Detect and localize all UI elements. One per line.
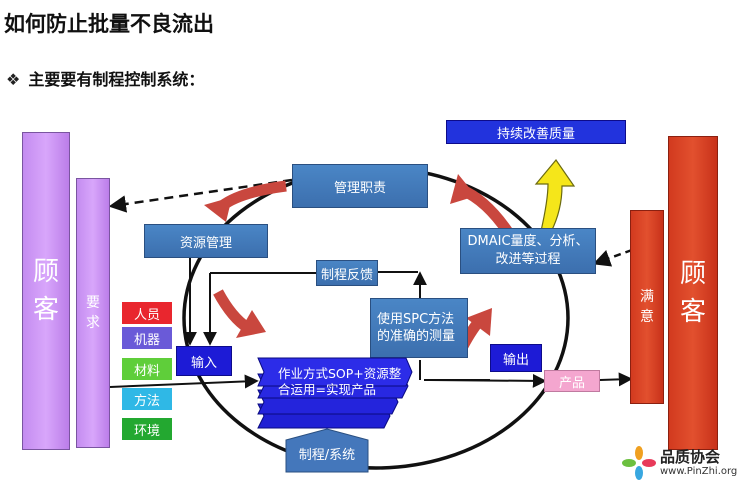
customer-char-2: 客 — [32, 295, 59, 325]
management-duty-box: 管理职责 — [292, 164, 428, 208]
operation-layer-1 — [257, 357, 413, 387]
curved-arrow-resource-to-input — [213, 289, 252, 333]
product-to-satisfaction-arrow — [599, 372, 633, 387]
dashed-arrow-to-dmaic — [592, 248, 633, 267]
customer-right-char-2: 客 — [679, 297, 706, 327]
subtitle: ❖ 主要要有制程控制系统： — [6, 66, 204, 90]
customer-bar-left: 顾 客 — [22, 132, 70, 450]
input-environment-label: 环境 — [133, 423, 160, 439]
customer-bar-right: 顾 客 — [668, 136, 718, 450]
operation-text: 作业方式SOP+资源整合运用=实现产品 — [278, 366, 402, 397]
control-feedback-box: 制程反馈 — [316, 260, 378, 286]
input-flow-arrow — [109, 374, 259, 389]
operation-stack-shapes — [257, 357, 413, 429]
input-people-label: 人员 — [133, 307, 160, 323]
logo-name: 品质协会 — [660, 448, 721, 466]
requirement-char-2: 求 — [86, 315, 100, 331]
yellow-improvement-arrow — [534, 159, 576, 233]
dashed-arrow-to-requirement — [108, 178, 293, 213]
process-system-label: 制程/系统 — [298, 448, 356, 463]
subtitle-text: 主要要有制程控制系统： — [28, 70, 205, 89]
satisfaction-char-1: 满 — [640, 289, 654, 305]
customer-char-1: 顾 — [32, 257, 59, 287]
requirement-bar: 要 求 — [76, 178, 110, 448]
diamond-bullet-icon: ❖ — [6, 70, 21, 89]
requirement-char-1: 要 — [86, 295, 100, 311]
satisfaction-char-2: 意 — [640, 309, 654, 325]
logo-url: www.PinZhi.org — [660, 466, 738, 477]
dmaic-box: DMAIC量度、分析、改进等过程 — [460, 228, 596, 274]
input-material-label: 材料 — [133, 363, 160, 379]
spc-box: 使用SPC方法的准确的测量 — [370, 298, 468, 358]
input-material: 材料 — [122, 358, 172, 380]
continuous-improvement-box: 持续改善质量 — [446, 120, 626, 144]
page-title: 如何防止批量不良流出 — [4, 12, 214, 36]
input-environment: 环境 — [122, 418, 172, 440]
input-machine: 机器 — [122, 327, 172, 349]
product-box: 产品 — [544, 370, 600, 392]
input-box: 输入 — [176, 346, 232, 376]
output-flow-arrow — [429, 373, 547, 388]
input-method-label: 方法 — [133, 393, 160, 409]
input-method: 方法 — [122, 388, 172, 410]
satisfaction-bar: 满 意 — [630, 210, 664, 404]
resource-management-box: 资源管理 — [144, 224, 268, 258]
output-box: 输出 — [490, 344, 542, 372]
input-people: 人员 — [122, 302, 172, 324]
input-machine-label: 机器 — [133, 332, 160, 348]
pinzhi-logo-icon — [622, 446, 656, 480]
process-system-shape — [285, 428, 369, 473]
customer-right-char-1: 顾 — [679, 259, 706, 289]
